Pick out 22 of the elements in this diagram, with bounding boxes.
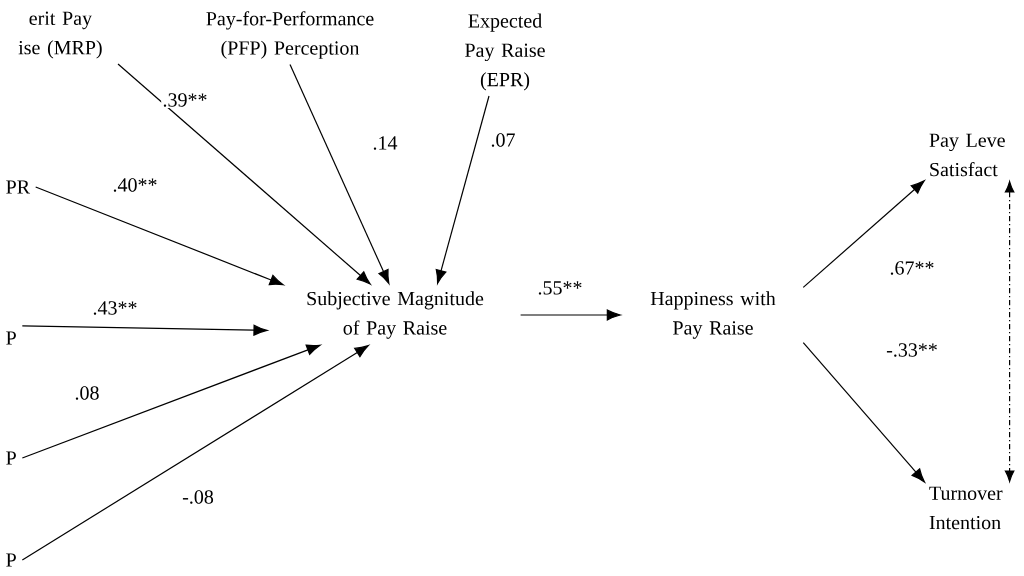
arrow	[21, 324, 268, 336]
arrow	[520, 309, 621, 321]
variable-label: P	[6, 451, 16, 465]
variable-label: Happiness with Pay Raise	[650, 291, 776, 339]
arrow	[289, 63, 390, 284]
variable-label: Turnover Intention	[929, 486, 1003, 530]
variable-label: Subjective Magnitude of Pay Raise	[307, 291, 484, 339]
arrow	[435, 95, 490, 284]
variable-label: P	[6, 553, 16, 567]
arrow	[117, 63, 371, 285]
variable-label: erit Pay ise (MRP)	[18, 11, 102, 59]
arrow	[1004, 181, 1015, 483]
variable-label: PR	[6, 180, 30, 194]
arrow	[35, 186, 284, 286]
variable-label: Expected Pay Raise (EPR)	[465, 13, 545, 91]
arrow	[21, 345, 369, 561]
arrow	[21, 344, 321, 459]
arrow	[802, 180, 925, 288]
variable-label: Pay Leve Satisfact	[929, 133, 1005, 177]
arrow	[802, 342, 925, 483]
variable-label: P	[6, 331, 16, 345]
variable-label: Pay-for-Performance (PFP) Perception	[206, 11, 374, 59]
